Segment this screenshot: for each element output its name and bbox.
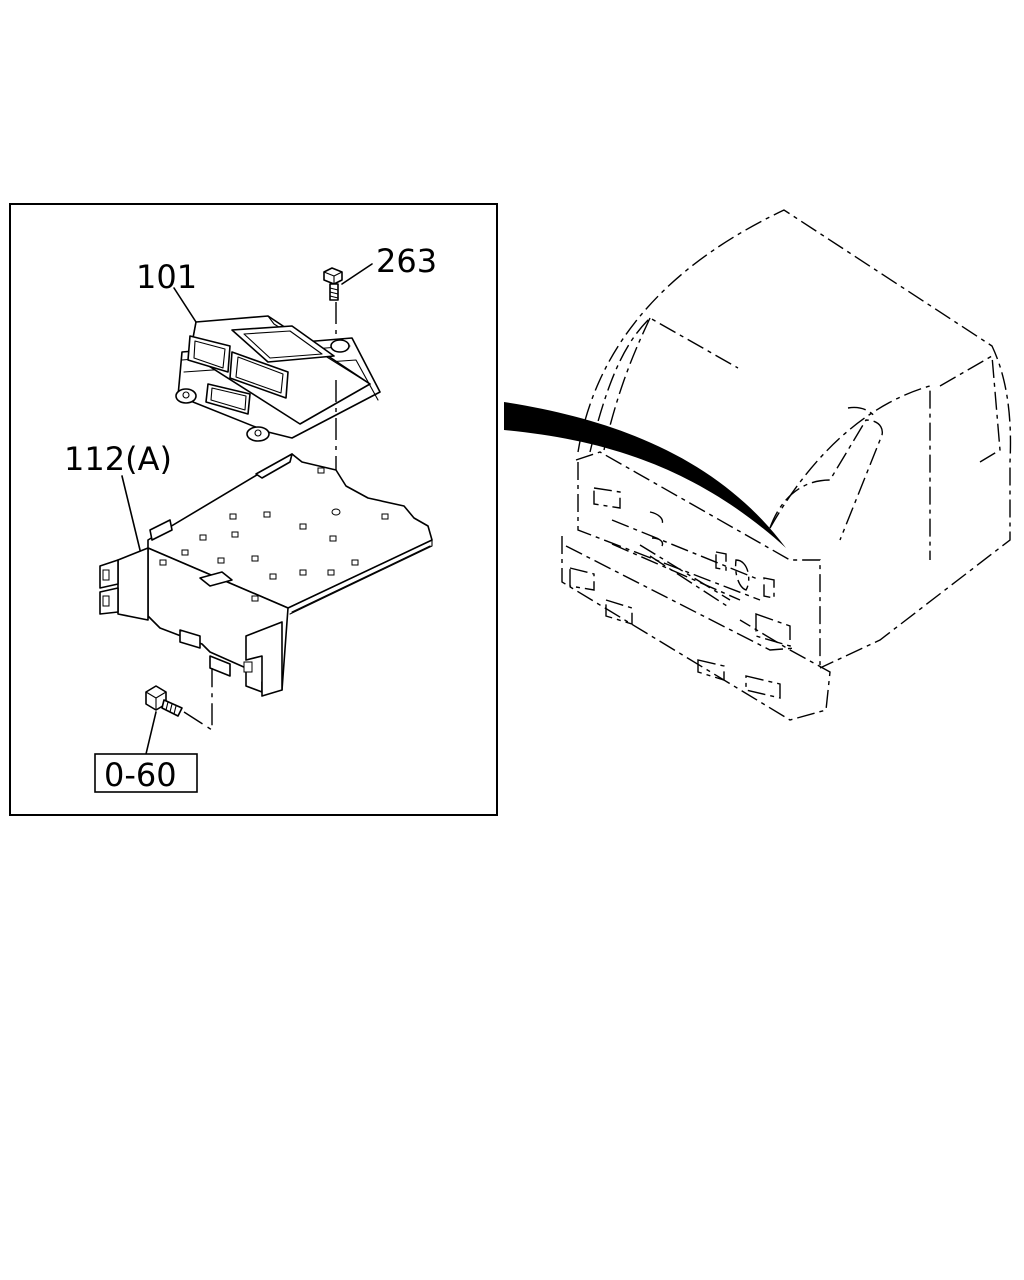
- leader-0-60: [145, 711, 157, 755]
- detail-frame: [9, 203, 498, 816]
- leader-112a: [121, 475, 141, 551]
- bolt-263: [323, 267, 343, 301]
- location-pointer: [504, 402, 786, 548]
- ecu-module: [175, 315, 381, 442]
- label-0-60: 0-60: [104, 756, 177, 794]
- leader-263: [341, 263, 373, 285]
- label-263: 263: [376, 242, 437, 280]
- screw-0-60: [145, 685, 183, 717]
- label-101: 101: [136, 258, 197, 296]
- label-112a: 112(A): [64, 440, 172, 478]
- screw-alignment-line: [183, 668, 213, 732]
- leader-101: [173, 287, 197, 323]
- truck-cab-outline: [561, 209, 1012, 721]
- bracket-112a: [99, 453, 433, 697]
- ref-box: [94, 753, 198, 793]
